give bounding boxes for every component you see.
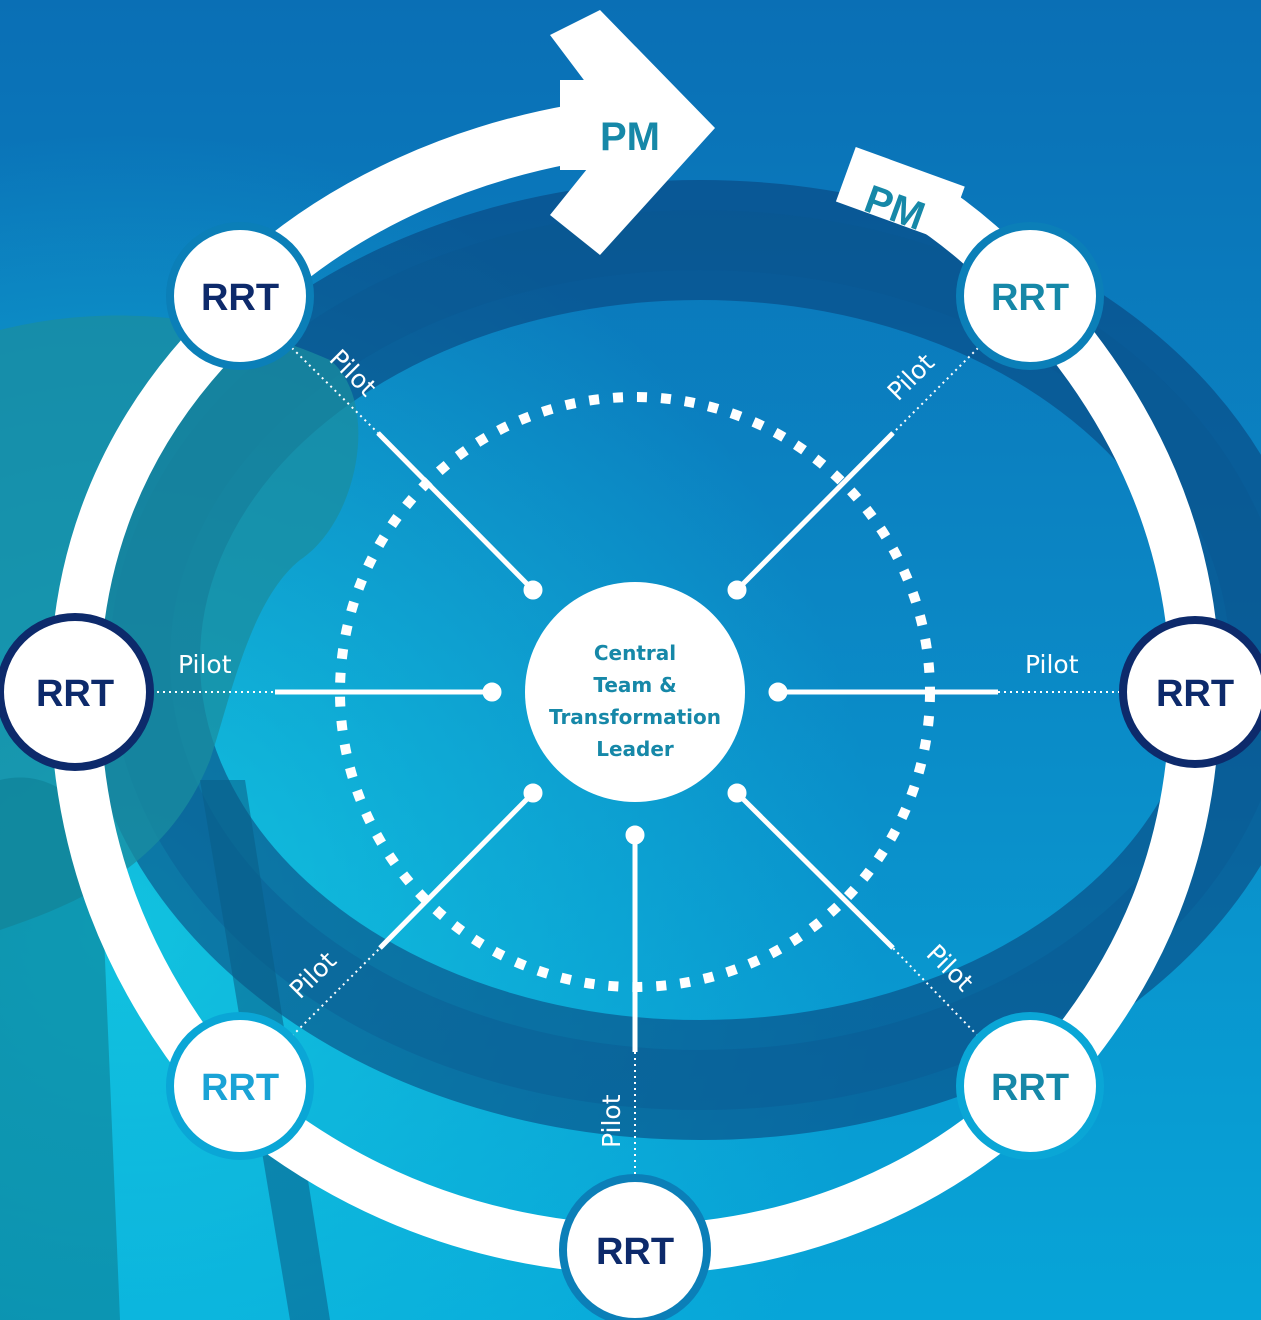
rrt-label-top-right: RRT: [991, 277, 1069, 319]
rrt-node-bottom-left: RRT: [166, 1012, 314, 1160]
central-line-1: Central: [594, 641, 676, 665]
spokes: [275, 431, 998, 1052]
central-line-4: Leader: [596, 737, 674, 761]
rrt-node-bottom: RRT: [559, 1174, 711, 1320]
pm-arrow-label: PM: [600, 115, 660, 159]
rrt-node-top-right: RRT: [956, 222, 1104, 370]
dotted-connectors: [145, 347, 1125, 1185]
spoke-dot-bottom-left: [523, 783, 543, 803]
central-node: Central Team & Transformation Leader: [525, 582, 745, 802]
rrt-label-bottom: RRT: [596, 1231, 674, 1273]
spoke-dot-bottom: [625, 825, 645, 845]
spoke-bottom-right: [735, 791, 895, 950]
spoke-dot-left: [482, 682, 502, 702]
pilot-label-bottom: Pilot: [597, 1094, 626, 1148]
pilot-label-left: Pilot: [178, 650, 232, 679]
spoke-dot-top-left: [523, 580, 543, 600]
spoke-top-left: [376, 431, 535, 592]
spoke-bottom-left: [378, 791, 535, 950]
spoke-dot-bottom-right: [727, 783, 747, 803]
central-line-3: Transformation: [549, 705, 721, 729]
rrt-label-top-left: RRT: [201, 277, 279, 319]
rrt-node-left: RRT: [0, 613, 154, 771]
rrt-nodes: RRT RRT RRT RRT RRT RRT RRT: [0, 222, 1261, 1320]
spoke-dot-right: [768, 682, 788, 702]
rrt-label-bottom-left: RRT: [201, 1067, 279, 1109]
pilot-label-right: Pilot: [1025, 650, 1079, 679]
spoke-top-right: [735, 431, 895, 592]
rrt-label-bottom-right: RRT: [991, 1067, 1069, 1109]
pm-tag: [835, 146, 965, 242]
rrt-node-right: RRT: [1119, 616, 1261, 768]
rrt-label-left: RRT: [36, 673, 114, 715]
central-line-2: Team &: [593, 673, 676, 697]
rrt-node-bottom-right: RRT: [956, 1012, 1104, 1160]
rrt-label-right: RRT: [1156, 673, 1234, 715]
rrt-node-top-left: RRT: [166, 222, 314, 370]
spoke-dot-top-right: [727, 580, 747, 600]
